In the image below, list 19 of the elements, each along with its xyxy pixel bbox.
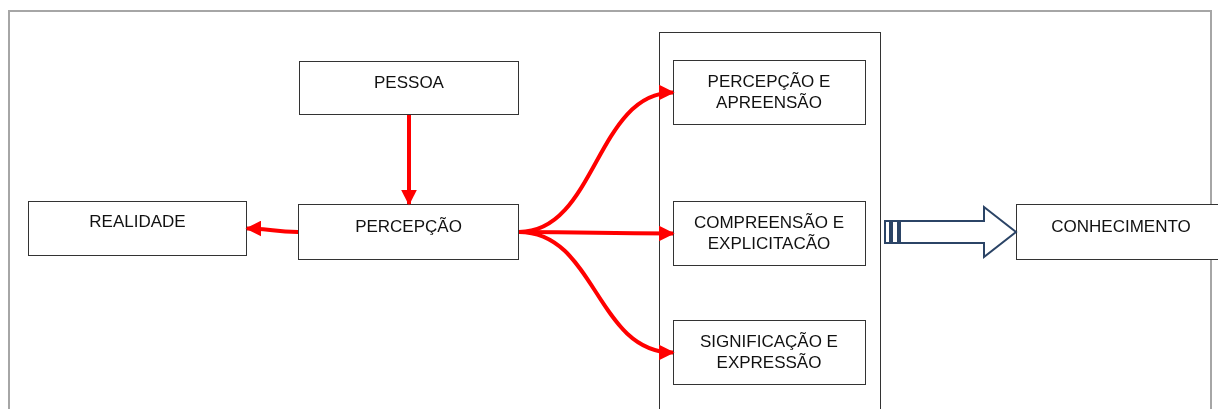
process-box	[1016, 204, 1218, 260]
box-label: PERCEPÇÃO	[355, 216, 462, 237]
box-label: PERCEPÇÃO E APREENSÃO	[706, 70, 832, 113]
box-label: PESSOA	[374, 72, 444, 93]
process-box	[298, 204, 519, 260]
process-box	[672, 59, 866, 125]
group-box	[659, 32, 881, 409]
box-label: CONHECIMENTO	[1051, 216, 1191, 237]
box-label: REALIDADE	[89, 211, 186, 232]
arrow	[401, 115, 417, 206]
process-box	[672, 319, 866, 385]
arrow	[245, 220, 299, 237]
box-label: COMPREENSÃO E EXPLICITACÃO	[692, 211, 846, 254]
arrow	[518, 230, 675, 359]
block-arrow	[884, 204, 1018, 260]
box-label: SIGNIFICAÇÃO E EXPRESSÃO	[699, 330, 839, 373]
process-box	[672, 200, 866, 266]
process-box	[299, 61, 519, 115]
process-box	[28, 201, 247, 256]
